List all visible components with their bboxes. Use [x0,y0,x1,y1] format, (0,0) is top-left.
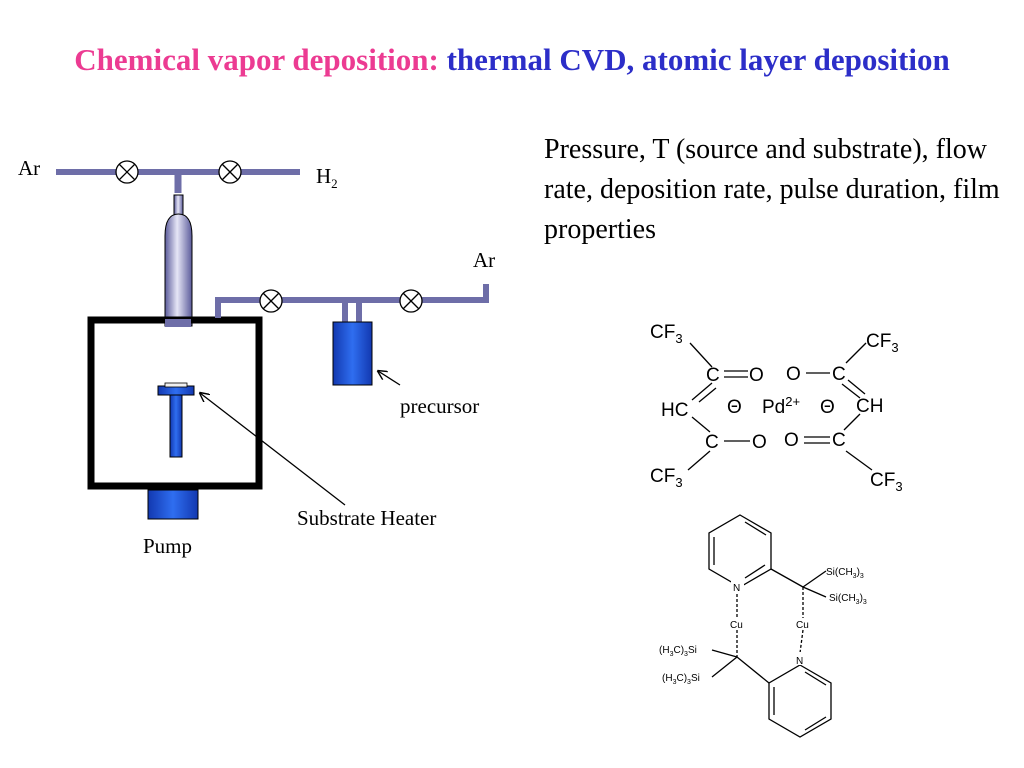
svg-text:(H3C)3Si: (H3C)3Si [662,673,700,686]
svg-text:O: O [749,365,764,386]
svg-text:CF3: CF3 [650,466,683,490]
cu-dimer-labels: N N Cu Cu Si(CH3)3 Si(CH3)3 (H3C)3Si (H3… [659,567,867,686]
chamber-inlet [165,319,191,327]
svg-text:CF3: CF3 [650,322,683,346]
precursor-gas-line [215,284,489,324]
svg-text:Cu: Cu [730,620,743,631]
precursor-arrow [378,371,401,386]
substrate-heater [157,382,195,458]
valve-icon[interactable] [115,160,139,184]
svg-text:CF3: CF3 [866,331,899,355]
svg-text:C: C [705,432,719,453]
svg-text:O: O [784,430,799,451]
svg-text:Θ: Θ [727,397,742,418]
label-ar-top: Ar [18,156,40,180]
label-ar-right: Ar [473,248,495,272]
svg-text:CF3: CF3 [870,470,903,494]
svg-text:C: C [706,365,720,386]
pd-hfac-structure [687,342,873,471]
label-pump: Pump [143,534,192,558]
title-part-1: Chemical vapor deposition: [74,42,439,77]
cu-dimer-structure [708,514,832,738]
label-h2: H2 [316,164,338,191]
svg-text:Si(CH3)3: Si(CH3)3 [826,567,864,580]
svg-text:HC: HC [661,400,688,421]
valve-icon[interactable] [218,160,242,184]
top-gas-line [56,169,300,193]
svg-text:Θ: Θ [820,397,835,418]
valve-icon[interactable] [399,289,423,313]
precursor-vessel [332,321,373,386]
svg-text:C: C [832,430,846,451]
parameters-text: Pressure, T (source and substrate), flow… [544,134,1000,245]
svg-text:CH: CH [856,396,883,417]
slide-title: Chemical vapor deposition: thermal CVD, … [0,42,1024,78]
label-substrate-heater: Substrate Heater [297,506,436,530]
svg-text:(H3C)3Si: (H3C)3Si [659,645,697,658]
svg-text:N: N [796,656,803,667]
svg-text:C: C [832,364,846,385]
title-part-2: thermal CVD, atomic layer deposition [446,42,950,77]
svg-text:Pd2+: Pd2+ [762,394,800,418]
svg-text:O: O [752,432,767,453]
substrate-heater-arrow [200,393,346,506]
svg-text:O: O [786,364,801,385]
svg-text:Cu: Cu [796,620,809,631]
label-precursor: precursor [400,394,479,418]
pd-hfac-labels: CF3 CF3 C O O C HC Θ Pd2+ Θ CH C O O C C… [650,322,903,494]
valve-icon[interactable] [259,289,283,313]
svg-text:N: N [733,583,740,594]
svg-text:Si(CH3)3: Si(CH3)3 [829,593,867,606]
pump [147,489,199,520]
gas-injector-tube [164,194,193,327]
